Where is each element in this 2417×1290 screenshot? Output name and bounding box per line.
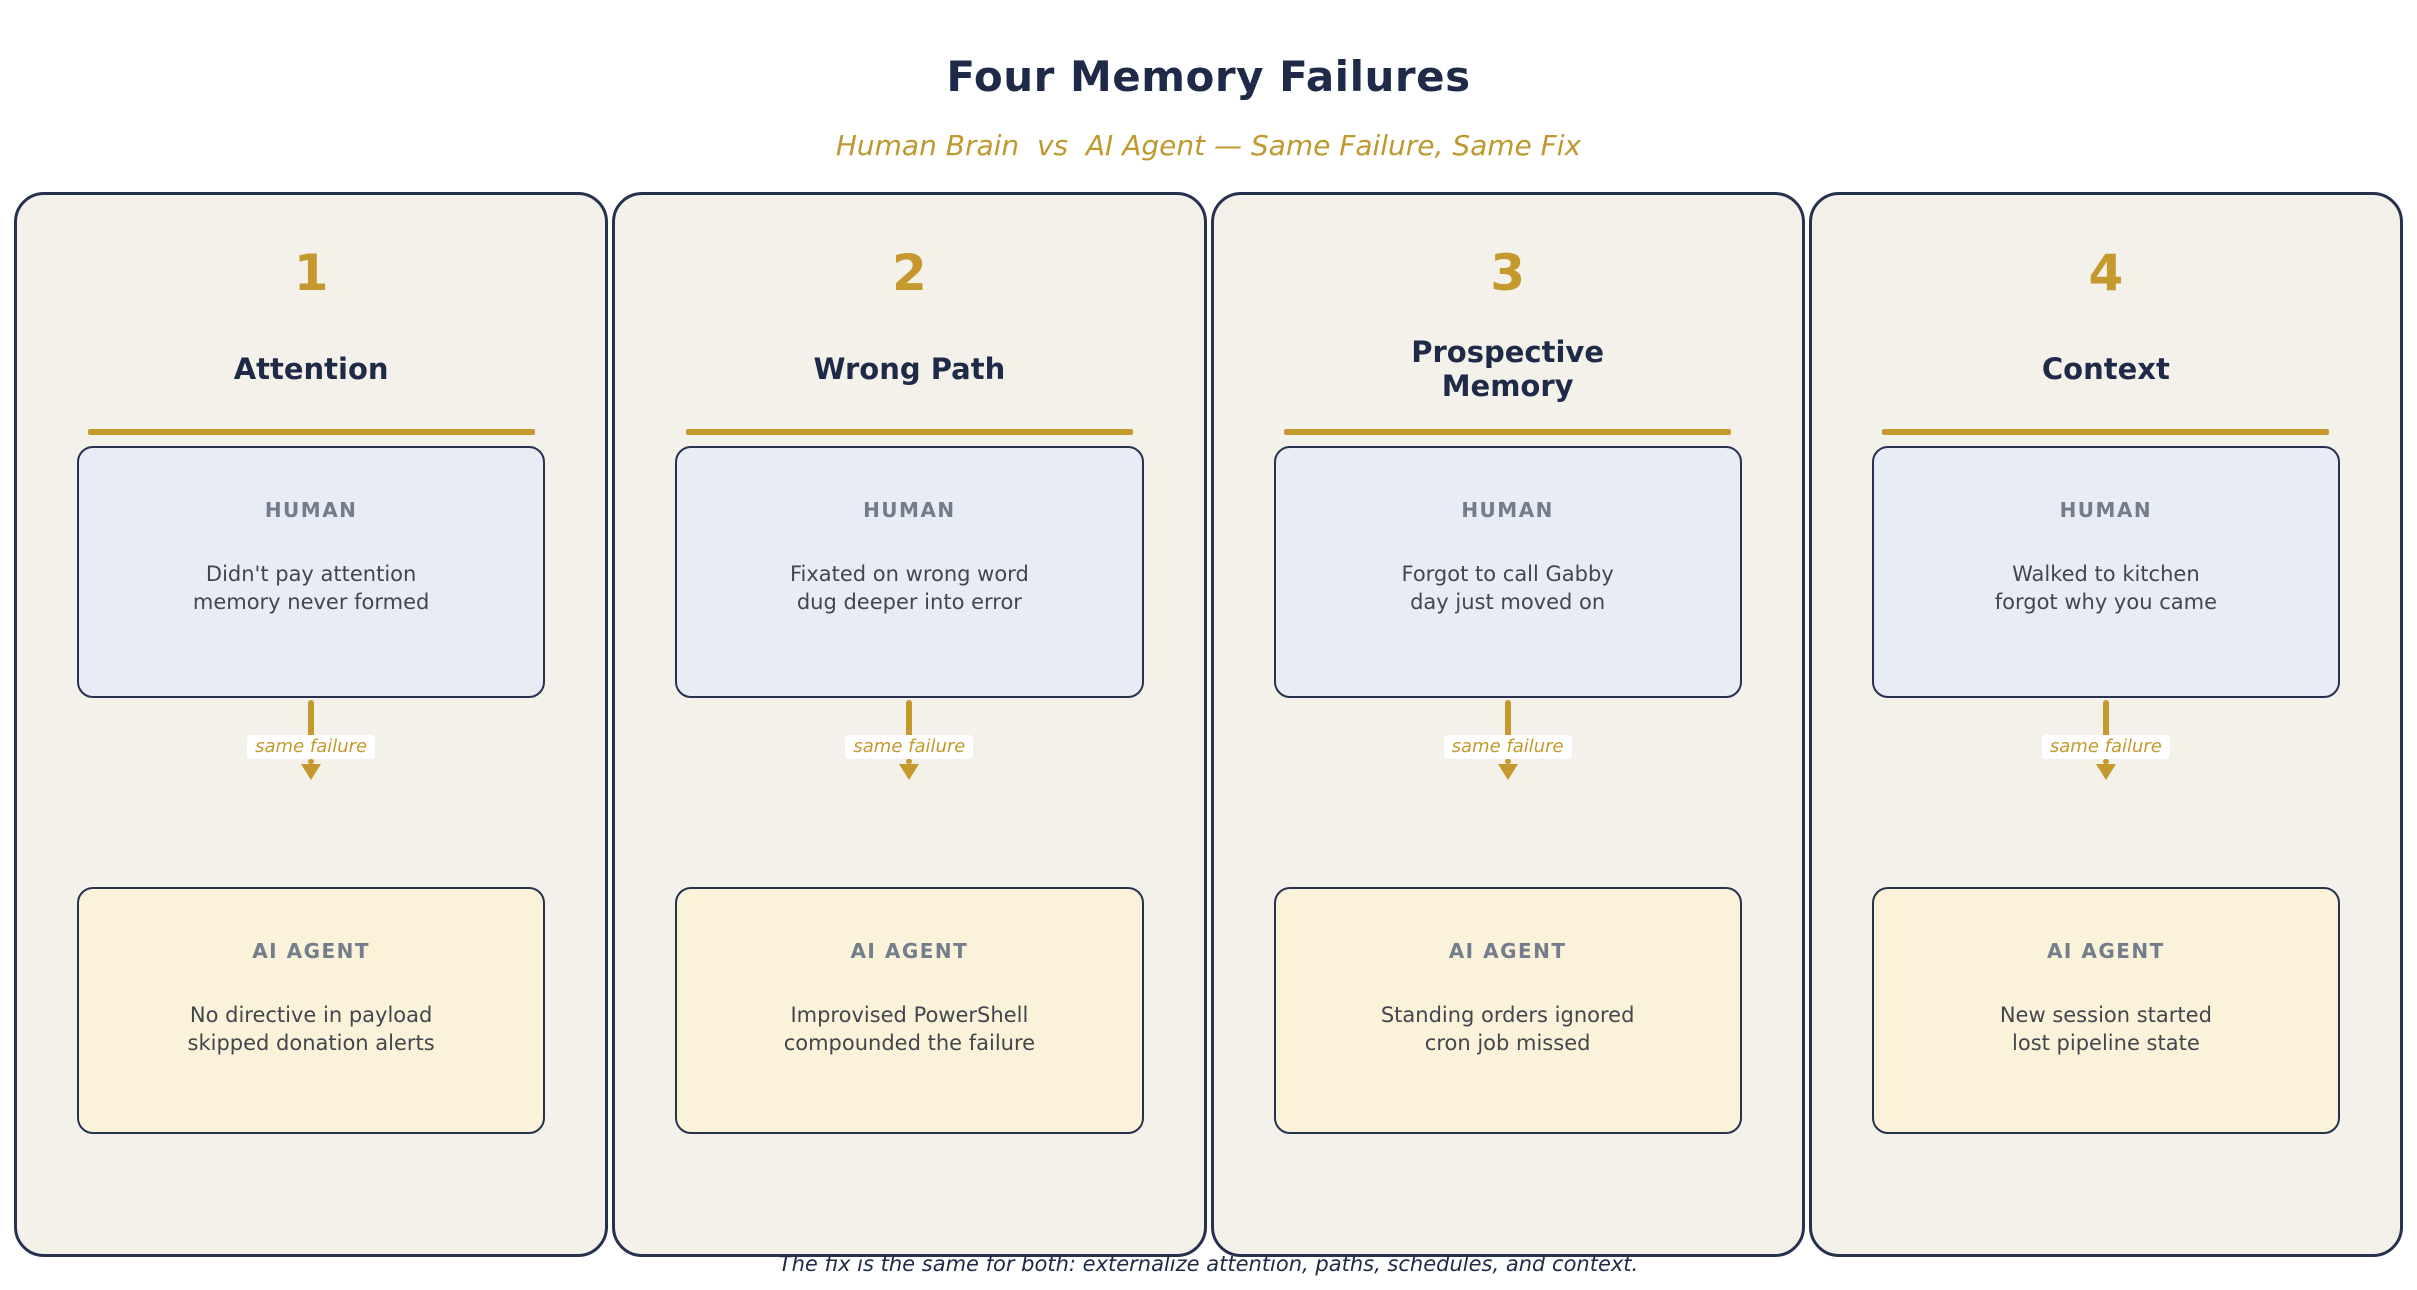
panel-title-wrap: Wrong Path xyxy=(813,319,1005,419)
card-text-line: Didn't pay attention xyxy=(205,562,417,586)
page-footer: The fix is the same for both: externaliz… xyxy=(778,1252,1639,1276)
panel-number: 4 xyxy=(2088,244,2124,302)
gold-divider xyxy=(1882,429,2330,435)
panel-title: Wrong Path xyxy=(813,352,1006,386)
failure-panel: 2 Wrong Path HUMAN Fixated on wrong word… xyxy=(612,192,1207,1257)
human-card-text: Walked to kitchen forgot why you came xyxy=(1874,522,2338,616)
panel-title: Context xyxy=(2041,352,2170,386)
same-failure-arrow: same failure xyxy=(845,700,974,780)
arrow-shaft xyxy=(308,759,315,764)
failure-panel: 4 Context HUMAN Walked to kitchen forgot… xyxy=(1808,192,2403,1257)
human-card-text: Forgot to call Gabby day just moved on xyxy=(1276,522,1740,616)
card-text-line: Improvised PowerShell xyxy=(790,1003,1029,1027)
failure-panel: 1 Attention HUMAN Didn't pay attention m… xyxy=(14,192,609,1257)
card-text-line: Walked to kitchen xyxy=(2012,562,2200,586)
ai-agent-card-text: No directive in payload skipped donation… xyxy=(79,963,543,1057)
ai-agent-card-label: AI AGENT xyxy=(1448,939,1567,963)
gold-divider xyxy=(685,429,1133,435)
ai-agent-card: AI AGENT Improvised PowerShell compounde… xyxy=(675,887,1144,1134)
panel-title-wrap: Prospective Memory xyxy=(1383,319,1633,419)
gold-divider xyxy=(87,429,535,435)
ai-agent-card-text: New session started lost pipeline state xyxy=(1874,963,2338,1057)
human-card: HUMAN Fixated on wrong word dug deeper i… xyxy=(675,446,1144,698)
panel-title: Attention xyxy=(233,352,389,386)
card-text-line: Forgot to call Gabby xyxy=(1401,562,1614,586)
same-failure-label: same failure xyxy=(2041,735,2170,760)
human-card-label: HUMAN xyxy=(264,498,358,522)
panels-row: 1 Attention HUMAN Didn't pay attention m… xyxy=(0,192,2417,1257)
ai-agent-card: AI AGENT No directive in payload skipped… xyxy=(77,887,546,1134)
page-title: Four Memory Failures xyxy=(946,52,1471,101)
human-card-label: HUMAN xyxy=(2059,498,2153,522)
same-failure-label: same failure xyxy=(1443,735,1572,760)
arrow-head-icon xyxy=(899,764,920,780)
gold-divider xyxy=(1284,429,1732,435)
ai-agent-card-label: AI AGENT xyxy=(2046,939,2165,963)
card-text-line: New session started xyxy=(1999,1003,2212,1027)
card-text-line: forgot why you came xyxy=(1994,590,2217,614)
same-failure-label: same failure xyxy=(845,735,974,760)
human-card-label: HUMAN xyxy=(1461,498,1554,522)
same-failure-arrow: same failure xyxy=(1443,700,1572,780)
panel-number: 1 xyxy=(293,244,329,302)
arrow-head-icon xyxy=(1497,764,1518,780)
human-card-text: Didn't pay attention memory never formed xyxy=(79,522,543,616)
same-failure-label: same failure xyxy=(247,735,376,760)
ai-agent-card-text: Standing orders ignored cron job missed xyxy=(1276,963,1740,1057)
card-text-line: cron job missed xyxy=(1424,1031,1591,1055)
arrow-shaft xyxy=(1504,759,1511,764)
card-text-line: day just moved on xyxy=(1410,590,1606,614)
human-card-text: Fixated on wrong word dug deeper into er… xyxy=(677,522,1141,616)
arrow-shaft xyxy=(906,759,913,764)
card-text-line: No directive in payload xyxy=(189,1003,433,1027)
card-text-line: dug deeper into error xyxy=(796,590,1022,614)
panel-number: 2 xyxy=(891,244,927,302)
arrow-shaft xyxy=(1504,700,1511,740)
arrow-head-icon xyxy=(301,764,322,780)
arrow-shaft xyxy=(308,700,315,740)
ai-agent-card-label: AI AGENT xyxy=(850,939,969,963)
human-card-label: HUMAN xyxy=(863,498,956,522)
human-card: HUMAN Walked to kitchen forgot why you c… xyxy=(1871,446,2340,698)
panel-title: Prospective Memory xyxy=(1411,335,1604,403)
card-text-line: Fixated on wrong word xyxy=(789,562,1029,586)
ai-agent-card-label: AI AGENT xyxy=(252,939,371,963)
panel-number: 3 xyxy=(1490,244,1526,302)
human-card: HUMAN Forgot to call Gabby day just move… xyxy=(1273,446,1742,698)
arrow-shaft xyxy=(2102,700,2109,740)
card-text-line: Standing orders ignored xyxy=(1380,1003,1635,1027)
same-failure-arrow: same failure xyxy=(2041,700,2170,780)
card-text-line: skipped donation alerts xyxy=(187,1031,435,1055)
human-card: HUMAN Didn't pay attention memory never … xyxy=(77,446,546,698)
ai-agent-card-text: Improvised PowerShell compounded the fai… xyxy=(677,963,1141,1057)
arrow-shaft xyxy=(906,700,913,740)
panel-title-wrap: Attention xyxy=(234,319,389,419)
arrow-shaft xyxy=(2102,759,2109,764)
ai-agent-card: AI AGENT New session started lost pipeli… xyxy=(1871,887,2340,1134)
card-text-line: lost pipeline state xyxy=(2012,1031,2200,1055)
panel-title-wrap: Context xyxy=(2042,319,2170,419)
ai-agent-card: AI AGENT Standing orders ignored cron jo… xyxy=(1273,887,1742,1134)
card-text-line: compounded the failure xyxy=(783,1031,1036,1055)
failure-panel: 3 Prospective Memory HUMAN Forgot to cal… xyxy=(1210,192,1805,1257)
page-subtitle: Human Brain vs AI Agent — Same Failure, … xyxy=(835,129,1582,162)
card-text-line: memory never formed xyxy=(192,590,430,614)
same-failure-arrow: same failure xyxy=(247,700,376,780)
arrow-head-icon xyxy=(2095,764,2116,780)
